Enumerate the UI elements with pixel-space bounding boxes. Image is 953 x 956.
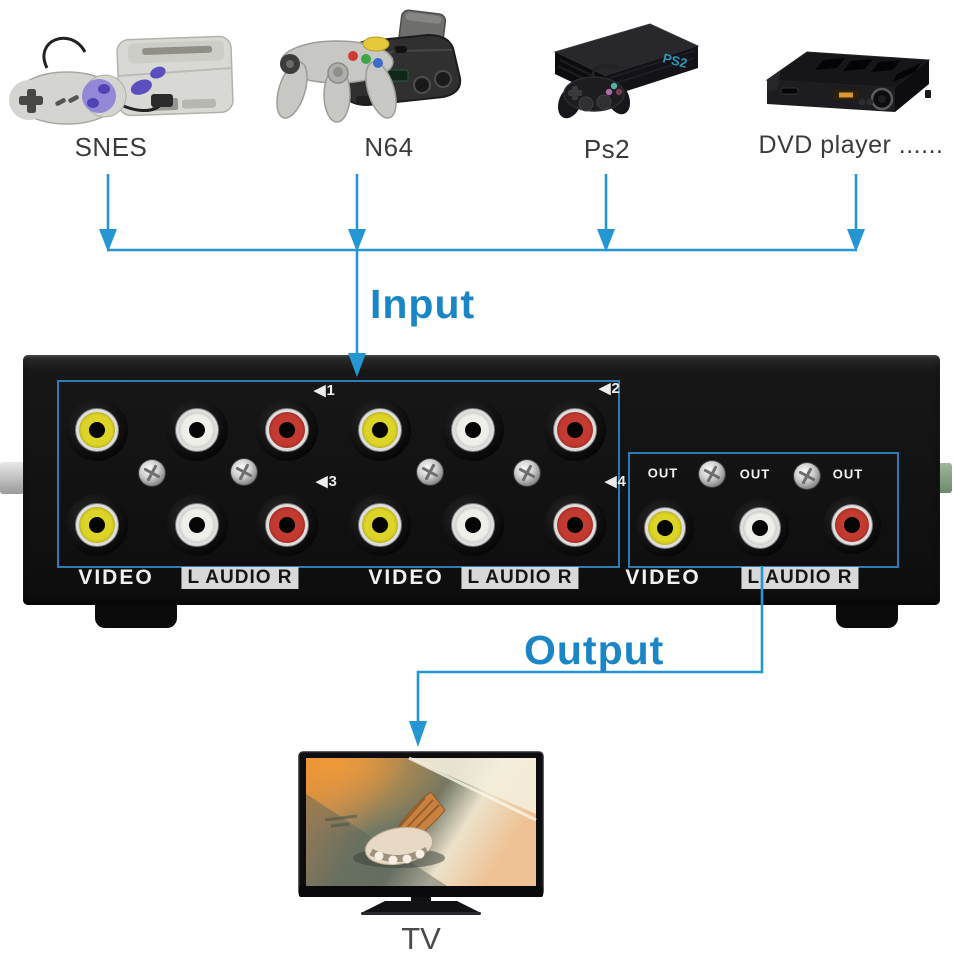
rca-jack-video-yellow	[349, 399, 411, 461]
rca-jack-audio-red	[544, 494, 606, 556]
out-label: OUT	[739, 466, 771, 482]
screw-icon	[231, 459, 257, 485]
rca-jack-audio-white	[166, 494, 228, 556]
channel-marker-2: ◀2	[599, 380, 621, 397]
video-label: VIDEO	[625, 566, 701, 589]
rca-jack-audio-red	[544, 399, 606, 461]
rca-jack-audio-white	[442, 399, 504, 461]
screw-icon	[794, 463, 820, 489]
rca-jack-video-yellow	[349, 494, 411, 556]
ps2-label: Ps2	[583, 134, 631, 164]
snes-label: SNES	[74, 132, 148, 162]
n64-device	[252, 6, 467, 133]
rca-jack-audio-white	[166, 399, 228, 461]
switcher-foot-right	[836, 601, 898, 628]
video-label: VIDEO	[368, 566, 444, 589]
rca-jack-audio-red	[256, 494, 318, 556]
snes-device	[5, 12, 235, 135]
channel-marker-4: ◀4	[605, 473, 627, 490]
screw-icon	[417, 459, 443, 485]
video-label: VIDEO	[78, 566, 154, 589]
dvd-player-device	[745, 32, 935, 129]
screw-icon	[699, 461, 725, 487]
snes-image	[9, 35, 234, 125]
screw-icon	[514, 460, 540, 486]
input-section-outline	[57, 380, 620, 568]
output-flow-label: Output	[524, 627, 665, 673]
dvd-player-label: DVD player ......	[758, 131, 944, 159]
n64-image	[276, 9, 462, 123]
channel-marker-1: ◀1	[314, 382, 336, 399]
audio-lr-label: L AUDIO R	[461, 567, 579, 589]
dvd-player-image	[765, 51, 931, 112]
tv-image	[298, 751, 544, 915]
switcher-foot-left	[95, 601, 177, 628]
tv-label: TV	[401, 921, 441, 956]
switcher-left-mount-tab	[0, 462, 24, 494]
ps2-image: PS2	[553, 23, 700, 119]
n64-label: N64	[364, 132, 414, 162]
rca-jack-audio-white	[442, 494, 504, 556]
rca-jack-audio-red	[256, 399, 318, 461]
audio-lr-label: L AUDIO R	[741, 567, 859, 589]
rca-jack-out-audio-white	[731, 499, 789, 557]
av-switcher-box	[23, 355, 940, 605]
svg-text:PS2: PS2	[661, 50, 688, 71]
input-flow-label: Input	[370, 281, 476, 327]
rca-jack-video-yellow	[66, 399, 128, 461]
switcher-right-mount-tab	[936, 463, 952, 493]
channel-marker-3: ◀3	[316, 473, 338, 490]
tv-device	[297, 750, 545, 923]
out-label: OUT	[832, 466, 864, 482]
rca-jack-out-video-yellow	[636, 499, 694, 557]
ps2-device: PS2	[520, 10, 705, 127]
screw-icon	[139, 460, 165, 486]
rca-jack-video-yellow	[66, 494, 128, 556]
out-label: OUT	[647, 465, 679, 481]
rca-jack-out-audio-red	[823, 496, 881, 554]
audio-lr-label: L AUDIO R	[181, 567, 299, 589]
